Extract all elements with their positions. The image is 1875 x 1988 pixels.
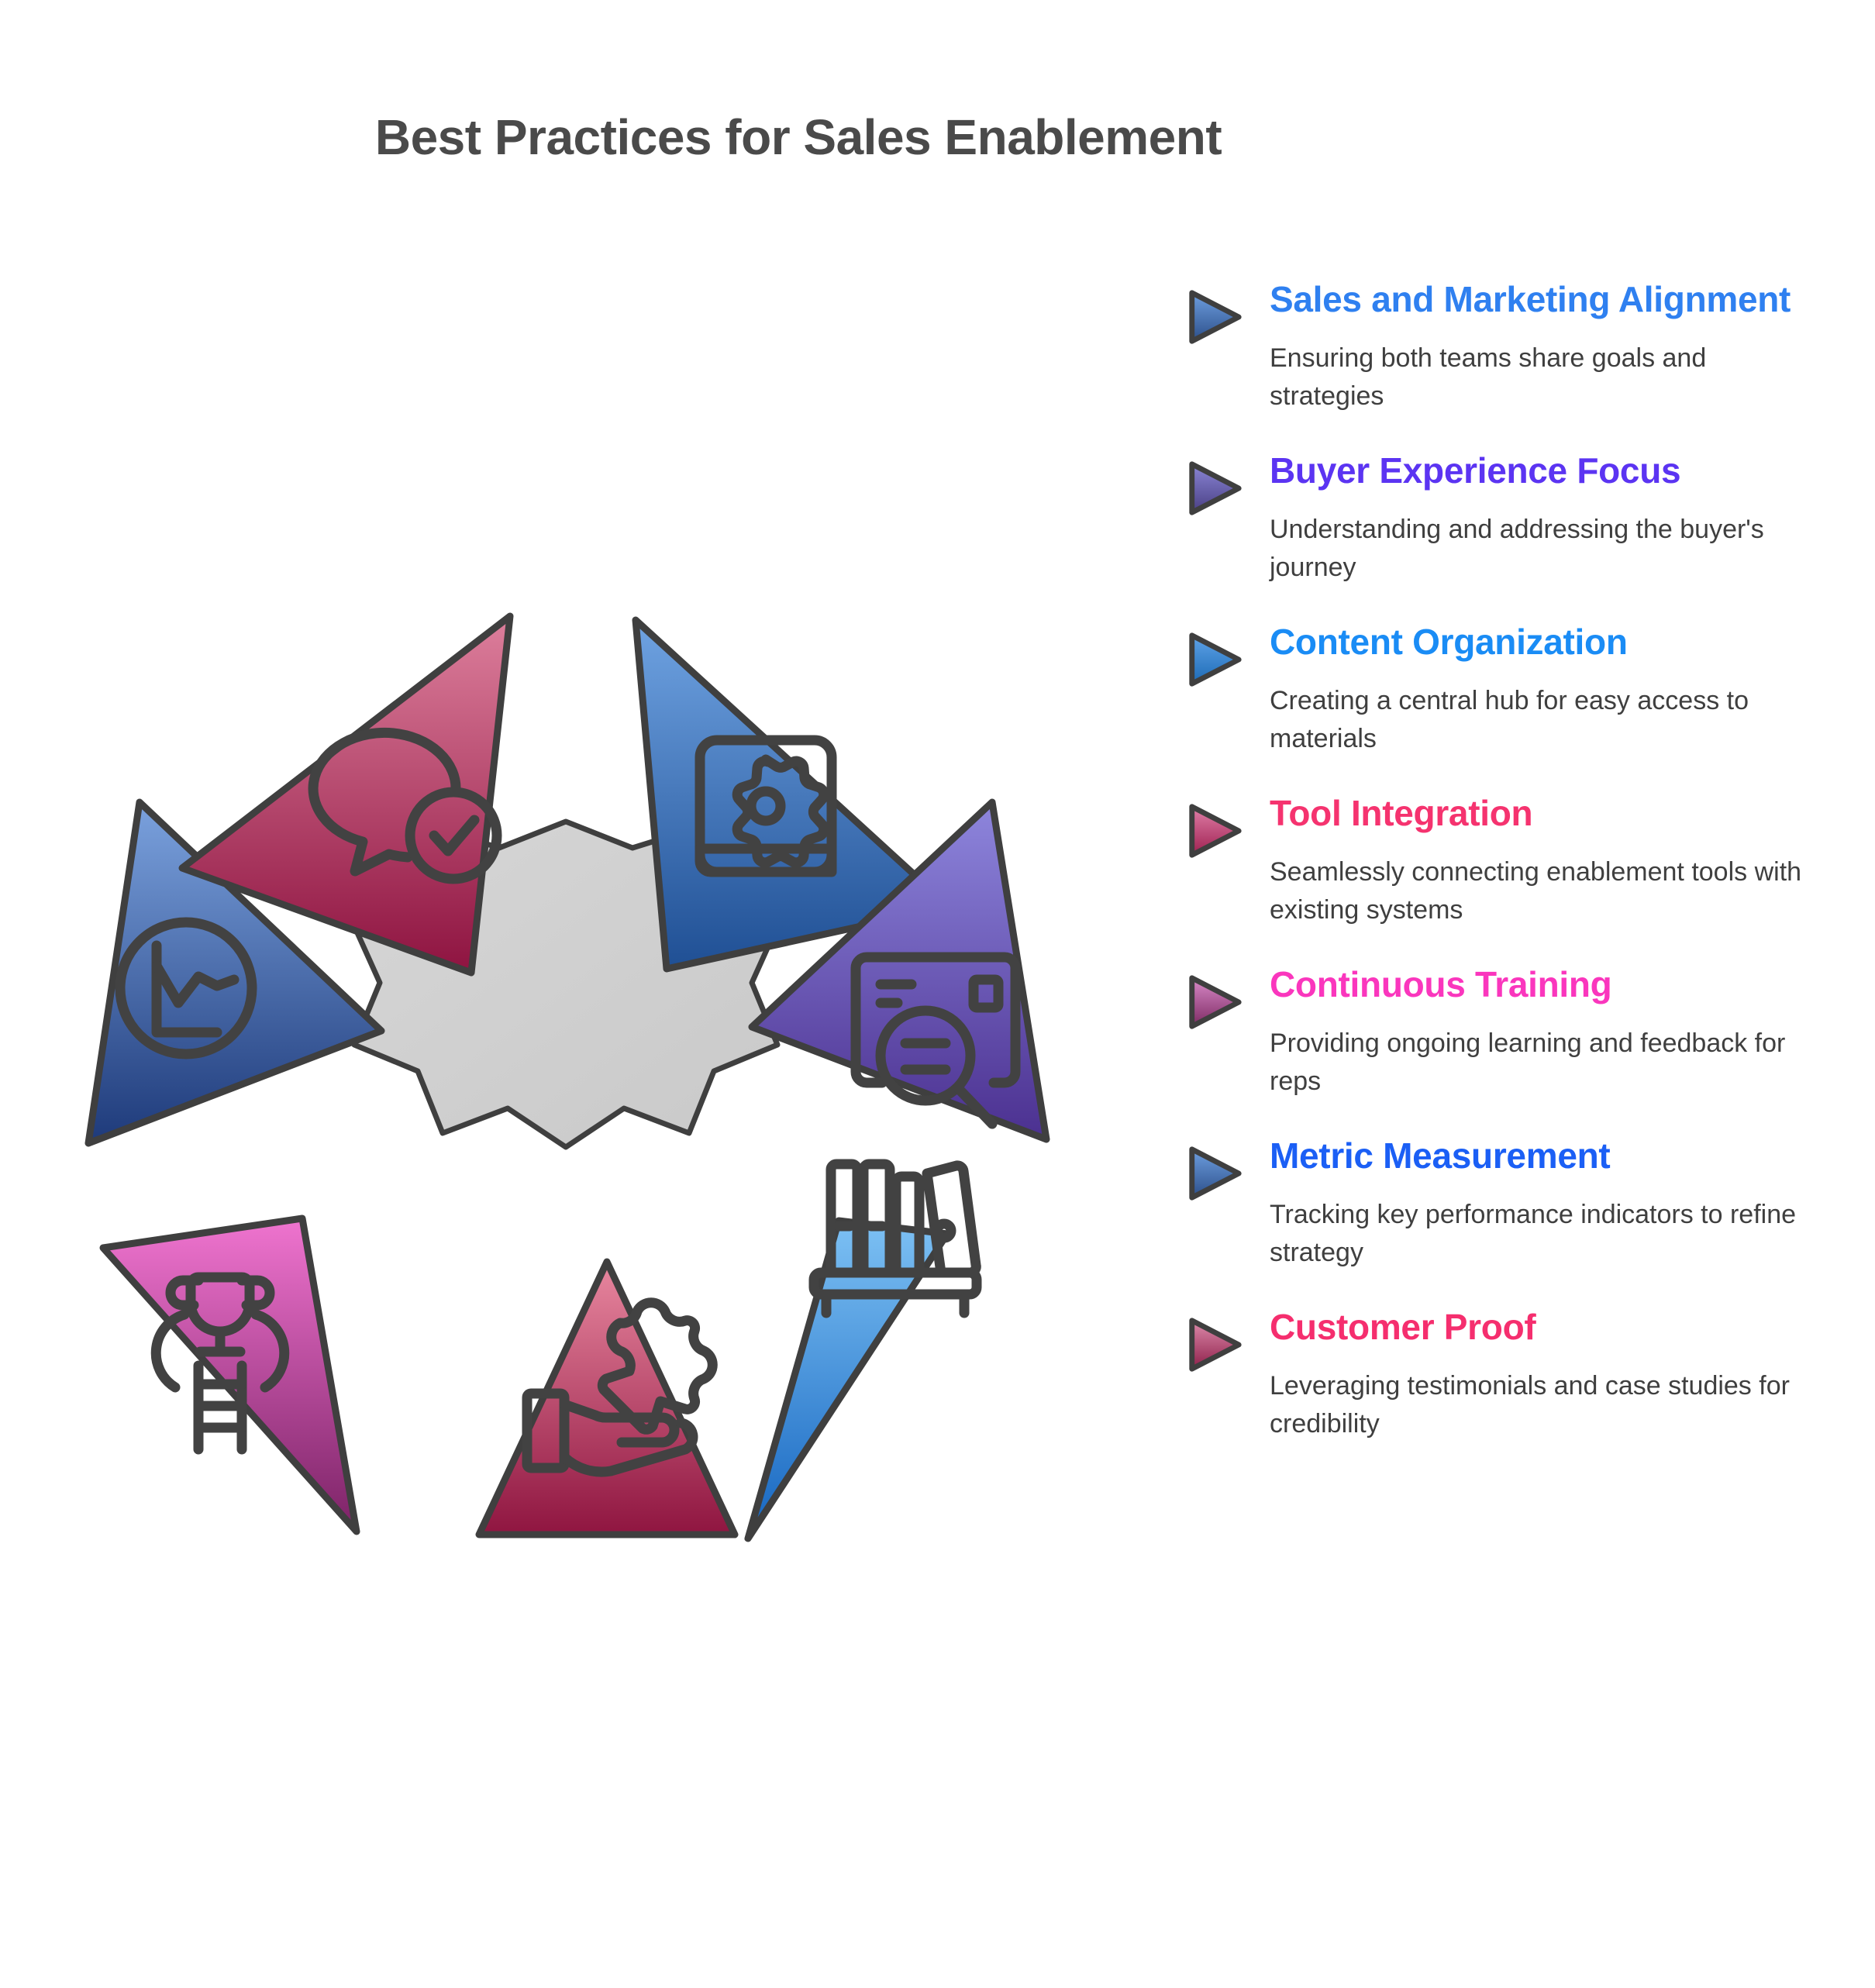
list-item-title: Buyer Experience Focus [1270,450,1681,491]
list-item-title: Sales and Marketing Alignment [1270,279,1791,319]
list-item[interactable]: Metric Measurement Tracking key performa… [1178,1135,1822,1271]
list-item-description: Understanding and addressing the buyer's… [1270,515,1764,582]
list-item[interactable]: Customer Proof Leveraging testimonials a… [1178,1307,1822,1442]
page-title: Best Practices for Sales Enablement [374,109,1222,165]
document-search-icon [850,952,1021,1129]
play-triangle-icon [1184,801,1245,861]
wedge-top-right[interactable] [632,616,953,973]
book-gear-icon [695,735,837,877]
list-item[interactable]: Buyer Experience Focus Understanding and… [1178,450,1822,586]
hand-puzzle-icon [522,1297,718,1477]
wedge-bottom[interactable] [475,1258,739,1538]
list-item-title: Tool Integration [1270,792,1533,833]
list-item-title: Customer Proof [1270,1306,1536,1347]
play-triangle-icon [1184,1314,1245,1375]
play-triangle-icon [1184,287,1245,347]
wedge-bottom-right[interactable] [744,1159,982,1542]
list-item-description: Tracking key performance indicators to r… [1270,1200,1797,1267]
trophy-ladder-icon [150,1272,290,1455]
chart-circle-icon [115,917,257,1059]
list-item[interactable]: Sales and Marketing Alignment Ensuring b… [1178,279,1822,415]
list-item-description: Creating a central hub for easy access t… [1270,686,1749,753]
chat-check-icon [308,727,502,884]
list-item-description: Seamlessly connecting enablement tools w… [1270,857,1802,925]
wedge-bottom-left[interactable] [99,1215,360,1535]
list-item[interactable]: Content Organization Creating a central … [1178,622,1822,757]
list-item-description: Providing ongoing learning and feedback … [1270,1028,1786,1096]
list-item-title: Metric Measurement [1270,1135,1611,1176]
list-item-description: Leveraging testimonials and case studies… [1270,1371,1790,1438]
radial-wedge-diagram [47,535,1085,1573]
list-item[interactable]: Tool Integration Seamlessly connecting e… [1178,793,1822,929]
wedge-left[interactable] [84,798,385,1147]
play-triangle-icon [1184,629,1245,690]
wedge-right[interactable] [748,798,1050,1143]
best-practices-list: Sales and Marketing Alignment Ensuring b… [1178,279,1822,1442]
list-item-title: Continuous Training [1270,963,1612,1004]
wedge-top-left[interactable] [178,612,514,977]
bookshelf-icon [808,1159,982,1318]
play-triangle-icon [1184,458,1245,519]
list-item[interactable]: Continuous Training Providing ongoing le… [1178,964,1822,1100]
list-item-description: Ensuring both teams share goals and stra… [1270,343,1707,411]
play-triangle-icon [1184,972,1245,1032]
play-triangle-icon [1184,1143,1245,1204]
list-item-title: Content Organization [1270,621,1628,662]
